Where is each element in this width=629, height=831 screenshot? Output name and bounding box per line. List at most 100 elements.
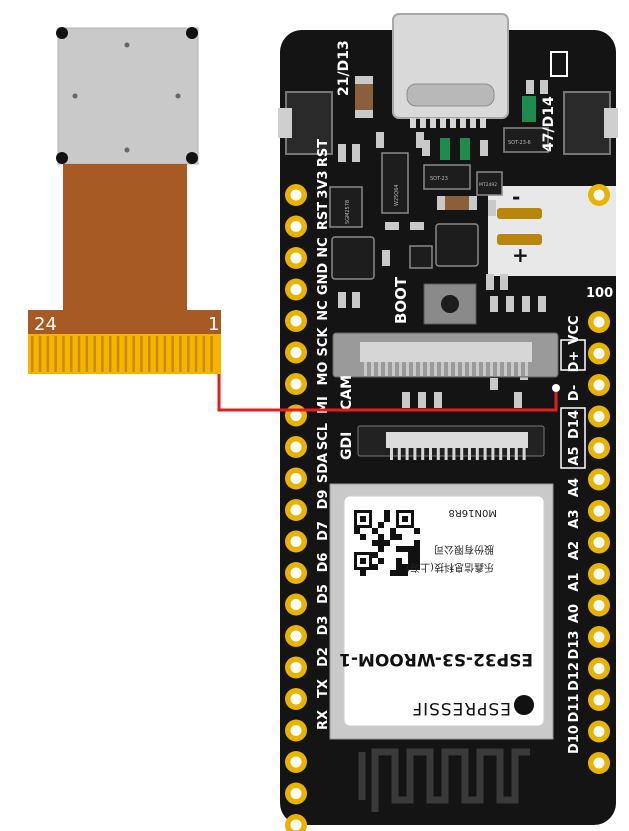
right-pin-hole	[593, 568, 605, 580]
right-pin-hole	[593, 348, 605, 359]
right-pin-label: D-	[567, 385, 582, 401]
camera-module-body	[57, 27, 199, 165]
qr-cell	[408, 558, 414, 564]
fpc-contact	[210, 336, 213, 372]
right-pin-label: A1	[567, 572, 582, 591]
cam-pin	[518, 362, 521, 376]
left-pin-hole	[290, 536, 302, 547]
fpc-contact	[101, 336, 104, 372]
a5-d14-box	[560, 407, 586, 469]
gdi-pin	[436, 448, 440, 460]
qr-cell	[402, 564, 408, 570]
qr-cell	[396, 546, 402, 552]
cam-pin	[364, 362, 367, 376]
pin-label-47-d14: 47/D14	[541, 96, 557, 152]
cam-pin	[483, 362, 486, 376]
d14-side-button[interactable]	[563, 91, 611, 155]
right-pin-hole	[593, 411, 605, 422]
left-pin-label: MO	[316, 362, 331, 386]
qr-cell	[396, 558, 402, 564]
cam-pin	[476, 362, 479, 376]
left-pin-hole	[290, 788, 302, 799]
fpc-contact	[77, 336, 81, 372]
right-pin-hole	[593, 505, 605, 517]
cam-pin	[448, 362, 451, 376]
qr-cell	[396, 570, 402, 576]
gdi-pin	[507, 448, 510, 460]
left-pin-hole	[290, 378, 302, 390]
qr-cell	[354, 528, 360, 534]
right-pin-hole	[593, 631, 605, 643]
qr-cell	[390, 570, 396, 576]
fpc-contact	[140, 336, 143, 372]
gdi-label: GDI	[339, 432, 355, 460]
left-pin-header	[285, 184, 307, 831]
qr-cell	[372, 540, 378, 546]
module-brand: ESPRESSIF	[411, 698, 511, 718]
left-pin-hole	[290, 599, 302, 610]
fpc-contact	[70, 336, 73, 372]
left-pin-hole	[290, 662, 302, 673]
chip-u5	[503, 127, 549, 153]
qr-cell	[402, 570, 408, 576]
camera-dot	[72, 93, 78, 99]
chip-u2	[381, 152, 409, 214]
right-pin-label: D13	[567, 631, 582, 660]
pin-label-21-d13: 21/D13	[336, 40, 352, 96]
qr-cell	[360, 534, 366, 540]
left-pin-label: SCK	[316, 327, 331, 357]
fpc-label-1: 1	[208, 314, 219, 335]
pin-label-100: 100	[586, 286, 613, 301]
cam-pin	[378, 362, 381, 376]
fpc-contact	[179, 336, 182, 372]
fpc-contact	[109, 336, 112, 372]
fpc-contact	[132, 336, 135, 372]
gdi-pin	[514, 448, 518, 460]
chip-u4-label: MT2492	[479, 182, 497, 188]
cam-label: CAM	[339, 375, 355, 410]
espressif-logo-icon	[514, 695, 534, 715]
right-pin-hole	[593, 694, 605, 706]
left-pin-hole	[290, 567, 302, 579]
fpc-contact	[54, 336, 57, 372]
left-pin-hole	[290, 630, 302, 642]
right-pin-hole	[593, 442, 605, 454]
cam-pin	[469, 362, 472, 376]
camera-module: 24 1	[28, 27, 221, 374]
gdi-pin	[499, 448, 503, 460]
cam-pin	[385, 362, 388, 376]
right-pin-hole	[593, 600, 605, 611]
cam-connector-pins	[364, 362, 528, 376]
fpc-contact	[187, 336, 190, 372]
right-pin-hole	[593, 537, 605, 548]
right-pin-label: D12	[567, 662, 582, 691]
left-pin-label: D6	[316, 553, 331, 573]
left-pin-hole	[290, 756, 302, 768]
right-pin-label: D11	[567, 694, 582, 723]
qr-cell	[414, 564, 420, 570]
qr-cell	[414, 552, 420, 558]
left-pin-label: D7	[316, 521, 331, 541]
chip-u1	[329, 186, 363, 228]
cam-pin	[413, 362, 416, 376]
chip-u1-label: SGM2578	[345, 200, 351, 224]
qr-cell	[378, 546, 384, 552]
qr-cell	[414, 558, 420, 564]
rst-side-button-knob	[278, 108, 292, 138]
module-cn-line1: 乐鑫信息科技(上海)	[406, 561, 494, 574]
camera-fpc-base	[28, 310, 221, 334]
chip-u2-label: W25Q64	[394, 184, 400, 206]
right-pin-hole	[593, 663, 605, 674]
gdi-pin	[444, 448, 448, 460]
qr-cell	[378, 534, 384, 540]
right-pin-hole	[593, 316, 605, 328]
module-code: M0N16R8	[448, 507, 497, 518]
left-pin-label: GND	[316, 263, 331, 296]
cam-connector-inner	[360, 342, 532, 362]
right-pin-hole	[593, 474, 605, 485]
fpc-contact	[124, 336, 128, 372]
fpc-contact	[93, 336, 96, 372]
cam-pin	[399, 362, 402, 376]
